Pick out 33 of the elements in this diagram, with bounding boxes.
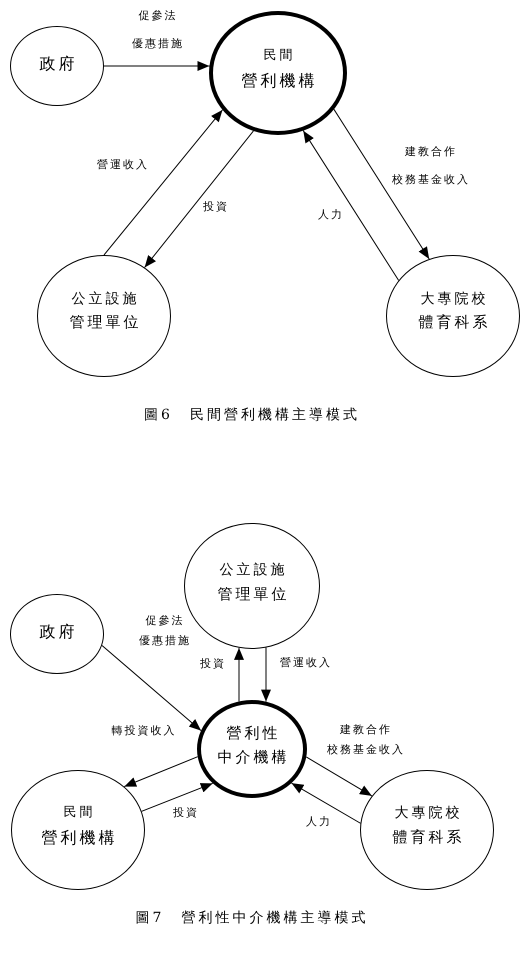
arrow <box>102 644 202 732</box>
arrow <box>144 130 254 268</box>
edge-label: 促參法優惠措施 <box>131 8 184 52</box>
edge-label: 人力 <box>305 814 332 830</box>
node-label: 公立設施管理單位 <box>68 290 142 333</box>
edge-label: 人力 <box>317 207 344 223</box>
arrow <box>333 108 430 260</box>
edge-label: 營運收入 <box>279 655 332 671</box>
node-label: 政府 <box>38 621 78 643</box>
node-label: 公立設施管理單位 <box>216 561 290 605</box>
edge-label: 建教合作校務基金收入 <box>391 144 470 188</box>
arrow <box>261 647 271 702</box>
edge-label: 投資 <box>172 805 199 821</box>
node-label: 民間營利機構 <box>40 804 118 849</box>
arrow <box>290 782 361 824</box>
edge-label: 建教合作校務基金收入 <box>326 722 405 758</box>
node-label: 政府 <box>38 53 78 75</box>
edge-label: 投資 <box>202 199 229 215</box>
figure-caption: 圖7 營利性中介機構主導模式 <box>136 909 368 927</box>
node-label: 營利性中介機構 <box>216 723 290 768</box>
node-label: 大專院校體育科系 <box>418 290 490 333</box>
arrow <box>141 782 214 812</box>
arrow <box>234 647 244 702</box>
arrow <box>302 130 400 281</box>
node-label: 民間營利機構 <box>240 47 318 92</box>
node-label: 大專院校體育科系 <box>392 804 464 848</box>
edge-label: 轉投資收入 <box>110 723 176 739</box>
arrow <box>104 61 210 71</box>
arrow <box>124 756 198 788</box>
edge-label: 投資 <box>199 656 226 672</box>
arrow <box>306 756 372 796</box>
figure-caption: 圖6 民間營利機構主導模式 <box>144 406 360 424</box>
edge-label: 促參法優惠措施 <box>138 613 191 649</box>
